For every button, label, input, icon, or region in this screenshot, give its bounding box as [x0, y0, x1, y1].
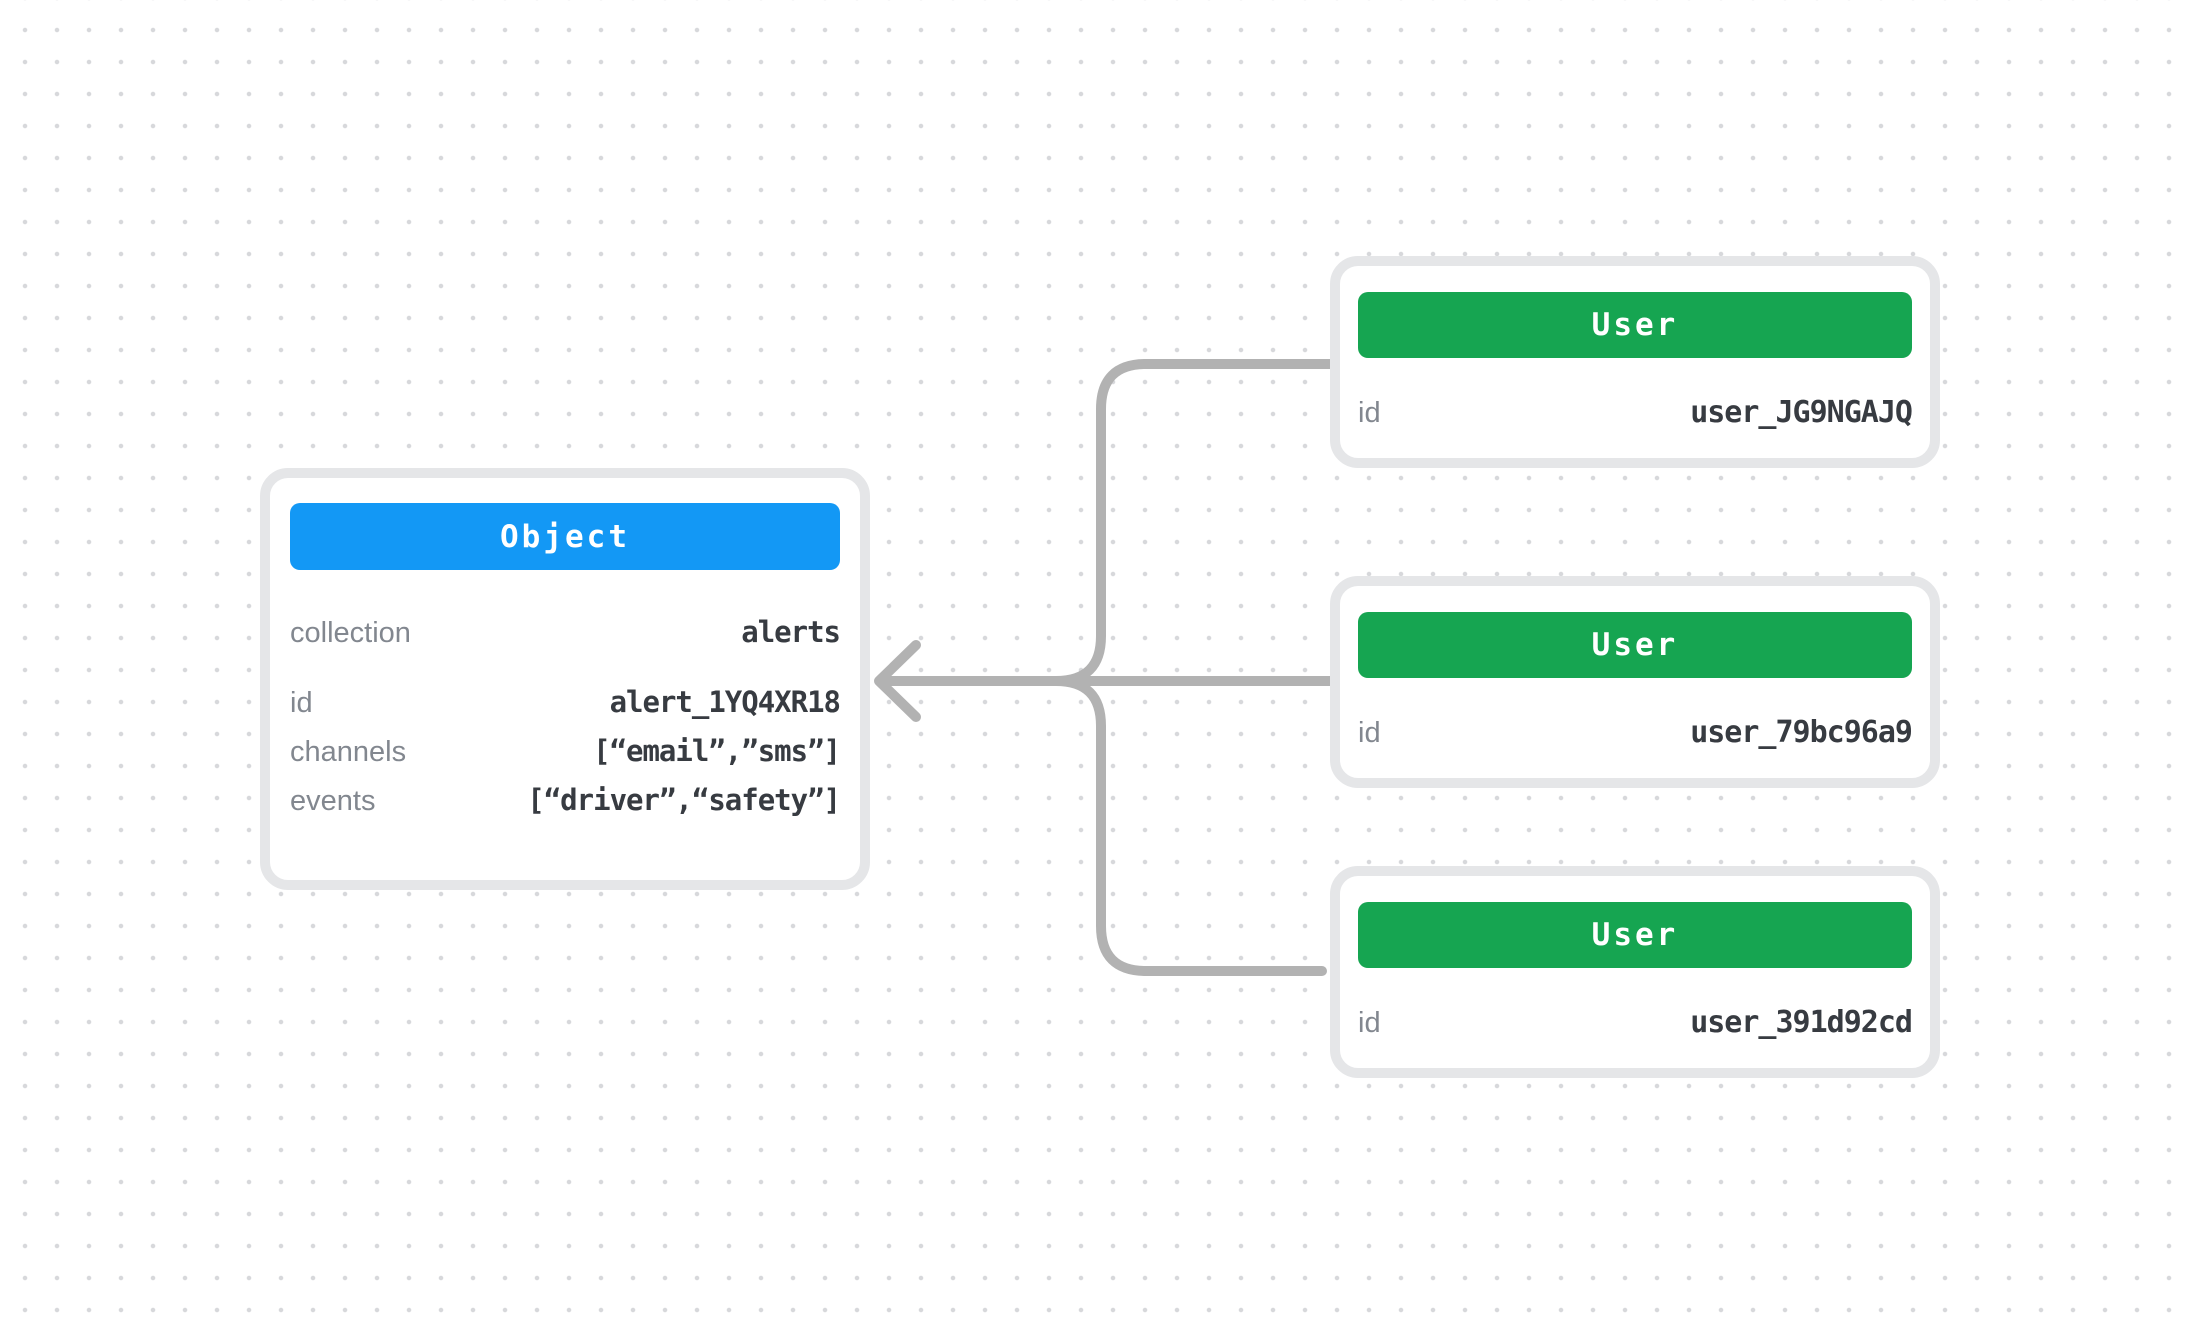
field-label: id: [1358, 397, 1381, 429]
field-value: alerts: [741, 615, 841, 649]
field-label: collection: [290, 617, 411, 649]
field-row-id: id user_391d92cd: [1358, 999, 1913, 1047]
user-card-node-3: User id user_391d92cd: [1330, 866, 1940, 1078]
user-card-fields: id user_391d92cd: [1358, 999, 1913, 1047]
field-row-channels: channels [“email”,”sms”]: [290, 727, 841, 776]
user-card-header: User: [1358, 612, 1912, 678]
field-label: channels: [290, 736, 407, 768]
field-value: [“driver”,“safety”]: [527, 783, 841, 817]
field-row-id: id alert_1YQ4XR18: [290, 678, 841, 727]
field-label: id: [1358, 1007, 1381, 1039]
field-row-id: id user_JG9NGAJQ: [1358, 389, 1913, 437]
field-value: user_JG9NGAJQ: [1690, 395, 1913, 430]
field-value: alert_1YQ4XR18: [609, 685, 841, 719]
connector-group: [874, 359, 1339, 976]
field-label: id: [1358, 717, 1381, 749]
field-value: user_391d92cd: [1690, 1005, 1913, 1040]
field-label: events: [290, 785, 376, 817]
object-card-node: Object collection alerts id alert_1YQ4XR…: [260, 468, 870, 890]
user-card-fields: id user_79bc96a9: [1358, 709, 1913, 757]
field-row-collection: collection alerts: [290, 608, 841, 657]
connector-top-user: [879, 359, 1339, 686]
object-card-header: Object: [290, 503, 840, 570]
connector-bottom-user: [879, 676, 1327, 976]
user-card-node-2: User id user_79bc96a9: [1330, 576, 1940, 788]
arrowhead-icon: [874, 640, 921, 722]
user-card-header: User: [1358, 292, 1912, 358]
user-card-header: User: [1358, 902, 1912, 968]
user-card-fields: id user_JG9NGAJQ: [1358, 389, 1913, 437]
field-row-events: events [“driver”,“safety”]: [290, 776, 841, 825]
field-row-id: id user_79bc96a9: [1358, 709, 1913, 757]
field-value: [“email”,”sms”]: [593, 734, 841, 768]
field-label: id: [290, 687, 313, 719]
user-card-node-1: User id user_JG9NGAJQ: [1330, 256, 1940, 468]
field-value: user_79bc96a9: [1690, 715, 1913, 750]
object-card-fields: collection alerts id alert_1YQ4XR18 chan…: [290, 608, 841, 825]
